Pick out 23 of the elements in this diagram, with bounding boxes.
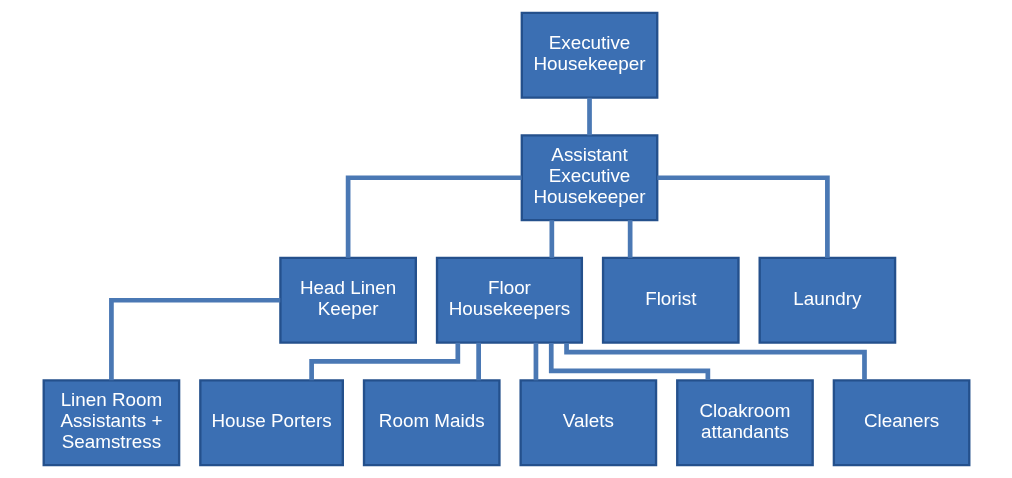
connector [586, 97, 592, 136]
node-box: Floor Housekeepers [435, 256, 583, 344]
connector [563, 343, 867, 380]
node-box: Florist [601, 256, 740, 344]
connector [533, 342, 538, 381]
connector [656, 175, 830, 258]
connector [108, 297, 280, 381]
node-box: Executive Housekeeper [520, 11, 658, 99]
node-box: Head Linen Keeper [278, 256, 417, 344]
node-box: Laundry [758, 256, 896, 344]
node-box: Assistant Executive Housekeeper [520, 134, 658, 222]
node-box: Room Maids [362, 379, 501, 467]
node-box: Cloakroom attandants [675, 379, 814, 467]
connector [548, 342, 710, 380]
connector [627, 220, 632, 258]
node-box: House Porters [198, 379, 344, 467]
node-box: Cleaners [832, 379, 970, 467]
connector [475, 342, 481, 381]
connector [549, 220, 554, 258]
connector [308, 342, 460, 381]
node-box: Valets [518, 379, 657, 467]
connector [345, 175, 522, 258]
node-box: Linen Room Assistants + Seamstress [42, 379, 180, 467]
